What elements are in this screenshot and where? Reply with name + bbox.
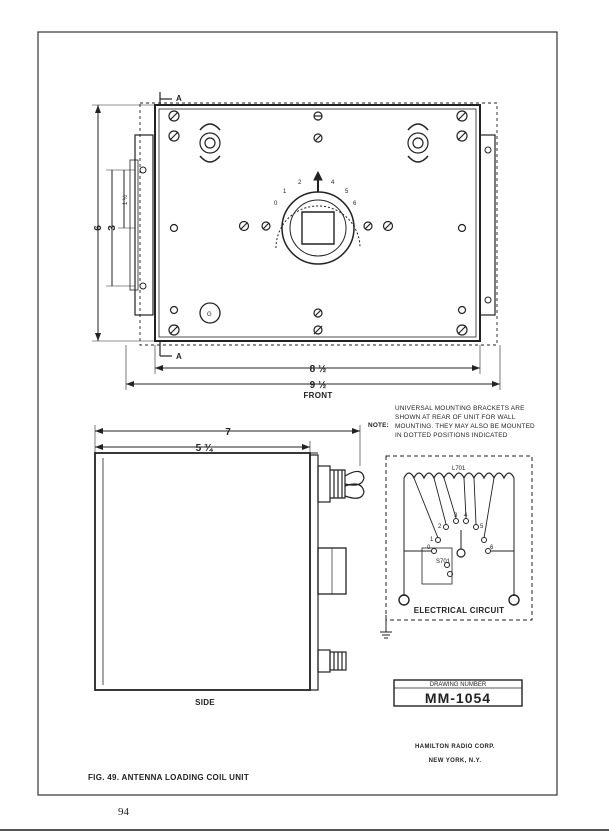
note-line: IN DOTTED POSITIONS INDICATED — [395, 432, 508, 439]
right-bracket — [479, 134, 496, 316]
switch-s701-box — [421, 547, 453, 585]
dim-front-mount-offset: 1 ½ — [122, 195, 129, 205]
side-insulator — [317, 465, 365, 503]
side-ground-post — [317, 649, 347, 673]
screw — [456, 324, 468, 336]
electrical-circuit — [380, 455, 533, 639]
switch-pos: 4 — [331, 180, 335, 186]
switch-pos: 1 — [283, 189, 287, 195]
dim-side-outer: 7 — [225, 427, 231, 438]
tap-label: 0 — [427, 545, 431, 551]
switch-pos: 0 — [274, 201, 278, 207]
switch-label: S701 — [436, 559, 451, 565]
screw — [456, 130, 468, 142]
dim-front-outer-width: 9 ½ — [310, 380, 327, 391]
dim-front-mount-spacing: 3 — [107, 225, 118, 231]
drawing-number: MM-1054 — [425, 690, 491, 706]
screw — [168, 130, 180, 142]
side-front-panel — [309, 454, 319, 691]
antenna-terminal-left — [199, 123, 221, 163]
bracket-hole — [139, 282, 147, 290]
screw — [169, 305, 179, 315]
tap-label: 1 — [430, 537, 434, 543]
switch-pos: 6 — [353, 201, 357, 207]
switch-pos: 3 — [315, 176, 319, 182]
left-bracket-flange — [129, 159, 139, 291]
screw — [382, 220, 394, 232]
section-marker-top: A — [176, 94, 182, 103]
screw — [238, 220, 250, 232]
dim-side-inner: 5 ¾ — [196, 443, 213, 454]
circuit-title: ELECTRICAL CIRCUIT — [414, 606, 505, 615]
tap-label: 4 — [464, 513, 468, 519]
screw — [457, 223, 467, 233]
note-line: SHOWN AT REAR OF UNIT FOR WALL — [395, 414, 516, 421]
tap-label: 6 — [490, 545, 494, 551]
bracket-hole — [484, 146, 492, 154]
switch-pos: 2 — [298, 180, 302, 186]
side-body — [94, 452, 311, 691]
tap-label: 2 — [438, 524, 442, 530]
circuit-dotted-box — [385, 455, 533, 621]
tap-switch-dial — [275, 170, 361, 265]
section-markers — [159, 92, 172, 357]
page-number: 94 — [118, 806, 129, 818]
left-bracket — [134, 134, 154, 316]
circuit-terminal-right — [508, 594, 520, 606]
front-panel-inner — [158, 108, 477, 338]
circuit-terminal-left — [398, 594, 410, 606]
side-view — [94, 425, 365, 691]
side-view-label: SIDE — [195, 698, 215, 707]
coil-l701 — [403, 472, 515, 480]
ground-terminal-label: G — [207, 312, 212, 318]
screw — [261, 221, 271, 231]
screw — [313, 133, 323, 143]
switch-position-labels: 0 1 2 3 4 5 6 — [274, 176, 357, 207]
drawing-number-caption: DRAWING NUMBER — [430, 682, 487, 688]
company-city: NEW YORK, N.Y. — [429, 758, 482, 764]
dim-front-height: 6 — [93, 225, 104, 231]
bracket-hole — [484, 296, 492, 304]
figure-caption: FIG. 49. ANTENNA LOADING COIL UNIT — [88, 773, 249, 782]
note-label: NOTE: — [368, 422, 389, 429]
coil-label: L701 — [452, 466, 466, 472]
antenna-terminal-right — [407, 123, 429, 163]
note-line: MOUNTING. THEY MAY ALSO BE MOUNTED — [395, 423, 535, 430]
note-line: UNIVERSAL MOUNTING BRACKETS ARE — [395, 405, 525, 412]
note-text: UNIVERSAL MOUNTING BRACKETS ARE SHOWN AT… — [395, 405, 535, 439]
circuit-tap-labels: 1 2 3 4 5 6 0 — [427, 513, 494, 551]
screw — [313, 325, 323, 335]
screw — [168, 110, 180, 122]
front-view — [129, 102, 498, 346]
page-bottom-rule — [0, 829, 609, 831]
switch-pos: 5 — [345, 189, 349, 195]
tap-label: 3 — [454, 513, 458, 519]
screw — [168, 324, 180, 336]
bracket-hole — [139, 166, 147, 174]
screw — [457, 305, 467, 315]
screw — [169, 223, 179, 233]
front-view-label: FRONT — [303, 391, 332, 400]
screw — [456, 110, 468, 122]
drawing-number-box: DRAWING NUMBER MM-1054 — [393, 679, 523, 707]
screw — [313, 308, 323, 318]
drawing-frame — [37, 31, 558, 796]
ground-terminal — [199, 302, 221, 324]
dim-front-inner-width: 8 ½ — [310, 364, 327, 375]
company-name: HAMILTON RADIO CORP. — [415, 744, 495, 750]
section-marker-bottom: A — [176, 352, 182, 361]
dotted-mount-outline — [139, 102, 498, 346]
switch-s701-wiper — [456, 548, 466, 558]
tap-label: 5 — [480, 524, 484, 530]
screw — [363, 221, 373, 231]
